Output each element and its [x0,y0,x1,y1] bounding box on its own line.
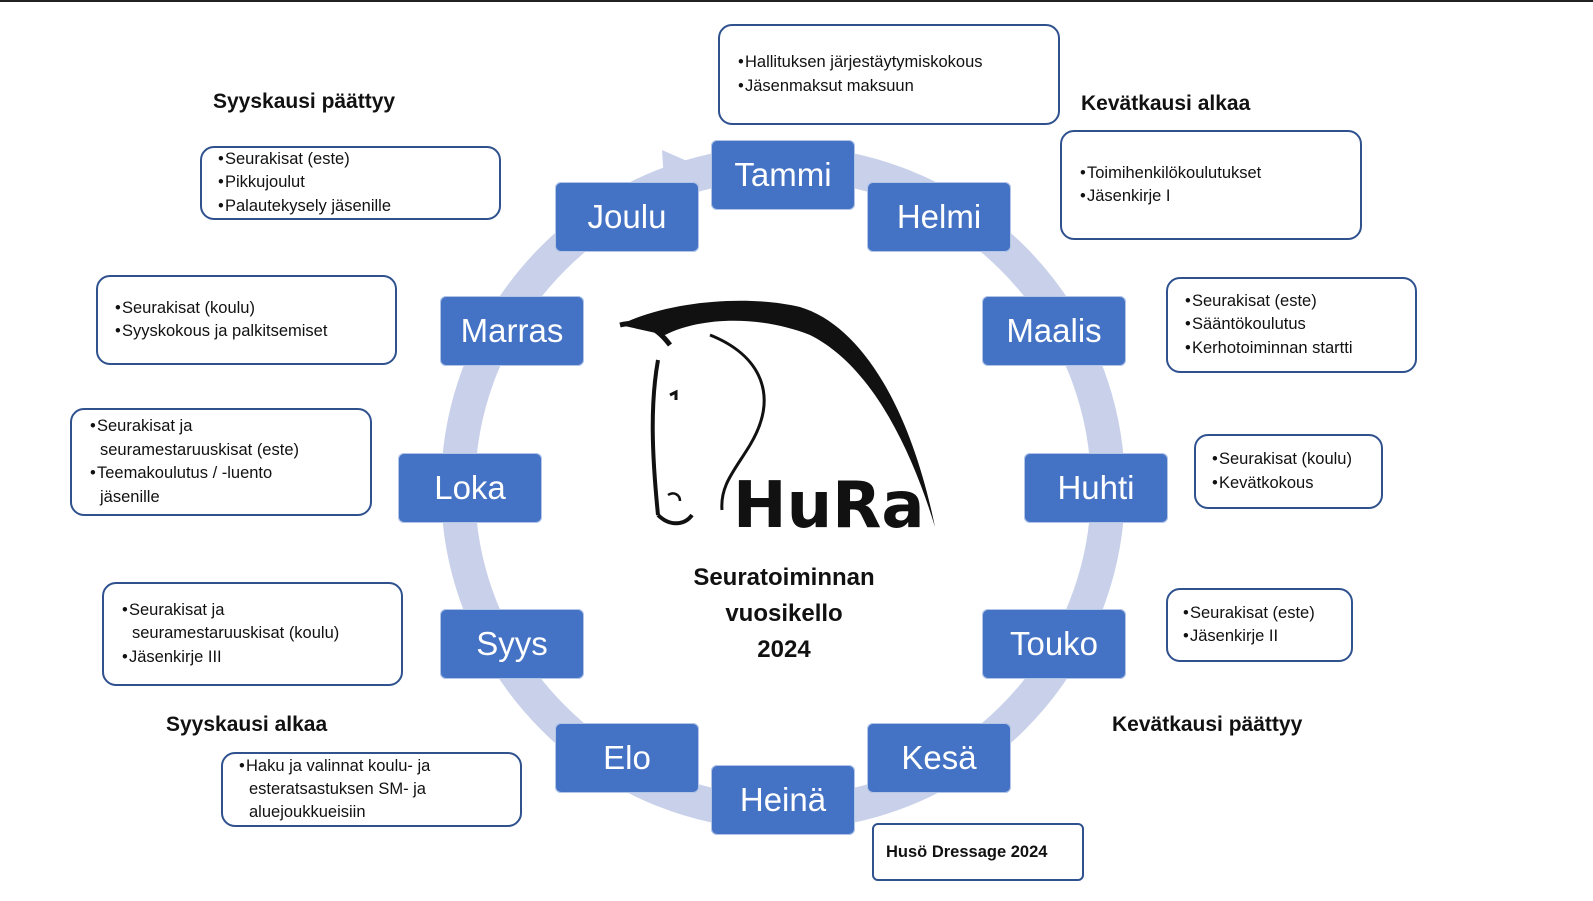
note-helmi: Toimihenkilökoulutukset Jäsenkirje I [1060,130,1362,240]
month-helmi: Helmi [867,182,1011,252]
season-spring-starts: Kevätkausi alkaa [1081,92,1251,115]
note-item: Hallituksen järjestäytymiskokous [738,51,1044,75]
month-maalis: Maalis [982,296,1126,366]
note-item: Sääntökoulutus [1185,313,1401,337]
note-item: Kerhotoiminnan startti [1185,337,1401,361]
season-autumn-starts: Syyskausi alkaa [166,713,328,736]
month-tammi: Tammi [711,140,855,210]
note-item-continued: jäsenille [100,487,160,506]
center-title-line-2: vuosikello [725,600,843,627]
top-border-line [0,0,1593,2]
note-item: Seurakisat (este) [1185,290,1401,314]
note-item: Seurakisat ja [122,599,387,623]
center-title-line-3: 2024 [757,636,811,663]
note-joulu: Seurakisat (este) Pikkujoulut Palautekys… [200,146,501,220]
season-spring-ends: Kevätkausi päättyy [1112,713,1303,736]
note-item: Jäsenmaksut maksuun [738,75,1044,99]
note-elo: Haku ja valinnat koulu- ja esteratsastuk… [221,752,522,827]
note-item: Syyskokous ja palkitsemiset [115,320,381,344]
note-item: Seurakisat (koulu) [1212,448,1367,472]
logo-text: HuRa [733,469,925,535]
note-item: Seurakisat (koulu) [115,297,381,321]
note-item: Jäsenkirje II [1183,625,1337,649]
hura-horse-logo: HuRa [619,300,935,535]
note-item: Seurakisat ja [90,415,356,439]
center-title: Seuratoiminnan vuosikello 2024 [664,560,904,668]
note-tammi: Hallituksen järjestäytymiskokous Jäsenma… [718,24,1060,125]
event-husoe-dressage: Husö Dressage 2024 [872,823,1084,881]
note-item: Toimihenkilökoulutukset [1080,162,1346,186]
note-item-continued: seuramestaruuskisat (koulu) [132,624,340,643]
month-kesa: Kesä [867,723,1011,793]
center-title-line-1: Seuratoiminnan [693,564,875,591]
month-marras: Marras [440,296,584,366]
note-touko: Seurakisat (este) Jäsenkirje II [1166,588,1353,662]
month-heina: Heinä [711,765,855,835]
note-item: Teemakoulutus / -luento [90,462,356,486]
month-elo: Elo [555,723,699,793]
note-item-continued: esteratsastuksen SM- ja [249,780,426,798]
note-marras: Seurakisat (koulu) Syyskokous ja palkits… [96,275,397,365]
month-joulu: Joulu [555,182,699,252]
month-touko: Touko [982,609,1126,679]
note-item-continued: seuramestaruuskisat (este) [100,440,299,459]
note-item: Jäsenkirje I [1080,185,1346,209]
note-item: Palautekysely jäsenille [218,195,485,219]
note-item: Haku ja valinnat koulu- ja [239,755,506,778]
note-maalis: Seurakisat (este) Sääntökoulutus Kerhoto… [1166,277,1417,373]
note-item: Seurakisat (este) [218,148,485,172]
month-huhti: Huhti [1024,453,1168,523]
note-syys: Seurakisat ja seuramestaruuskisat (koulu… [102,582,403,686]
note-item: Jäsenkirje III [122,646,387,670]
month-syys: Syys [440,609,584,679]
note-item: Kevätkokous [1212,472,1367,496]
note-loka: Seurakisat ja seuramestaruuskisat (este)… [70,408,372,516]
note-item: Pikkujoulut [218,171,485,195]
note-huhti: Seurakisat (koulu) Kevätkokous [1194,434,1383,509]
note-item-continued: aluejoukkueisiin [249,803,366,821]
season-autumn-ends: Syyskausi päättyy [213,90,396,113]
note-item: Seurakisat (este) [1183,602,1337,626]
month-loka: Loka [398,453,542,523]
